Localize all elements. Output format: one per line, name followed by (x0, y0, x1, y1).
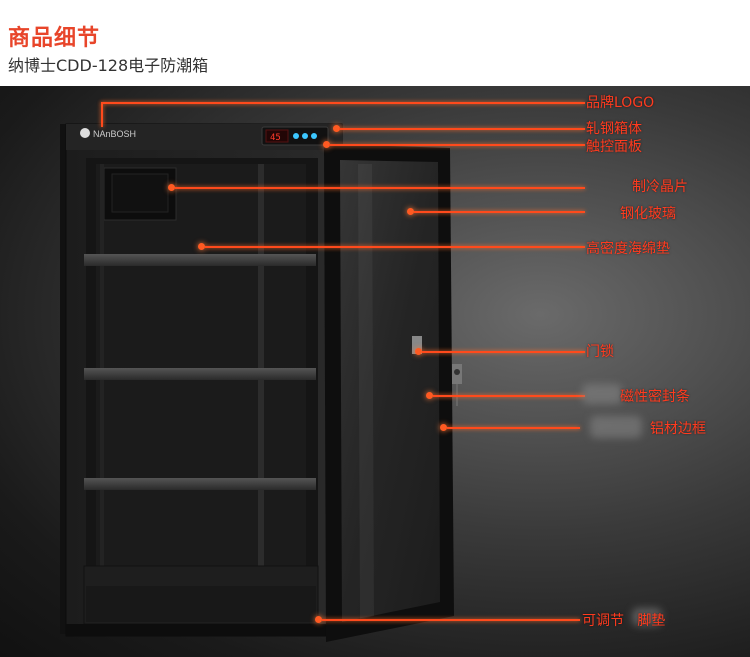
shelf-3 (84, 478, 316, 490)
brand-logo-text: NAnBOSH (93, 129, 136, 139)
label-touch-panel: 触控面板 (586, 139, 642, 155)
shelf-1 (84, 254, 316, 266)
label-magnetic-seal: 磁性密封条 (620, 389, 690, 405)
page-title: 商品细节 (8, 26, 101, 51)
label-sponge-pad: 高密度海绵垫 (586, 241, 670, 257)
blur-patch (590, 416, 642, 438)
cabinet-illustration: NAnBOSH 45 (60, 123, 462, 642)
label-brand-logo: 品牌LOGO (586, 95, 655, 111)
product-subtitle: 纳博士CDD-128电子防潮箱 (8, 56, 209, 75)
label-steel-body: 轧钢箱体 (586, 121, 642, 137)
shelf-2 (84, 368, 316, 380)
label-tempered-glass: 钢化玻璃 (620, 206, 676, 222)
display-readout: 45 (270, 133, 281, 143)
product-stage: NAnBOSH 45 (0, 86, 750, 657)
label-adjustable-feet: 可调节 脚垫 (582, 613, 666, 629)
label-door-lock: 门锁 (586, 344, 614, 360)
door-lock-handle (412, 336, 422, 354)
touch-button-icon (311, 133, 317, 139)
touch-button-icon (302, 133, 308, 139)
blur-patch (632, 608, 662, 626)
tempered-glass (340, 160, 440, 622)
brand-logo-icon (80, 128, 90, 138)
touch-button-icon (293, 133, 299, 139)
blur-patch (582, 384, 622, 404)
header: 商品细节 纳博士CDD-128电子防潮箱 (0, 0, 750, 86)
label-aluminum-frame: 铝材边框 (650, 421, 706, 437)
label-cooling-chip: 制冷晶片 (632, 179, 688, 195)
